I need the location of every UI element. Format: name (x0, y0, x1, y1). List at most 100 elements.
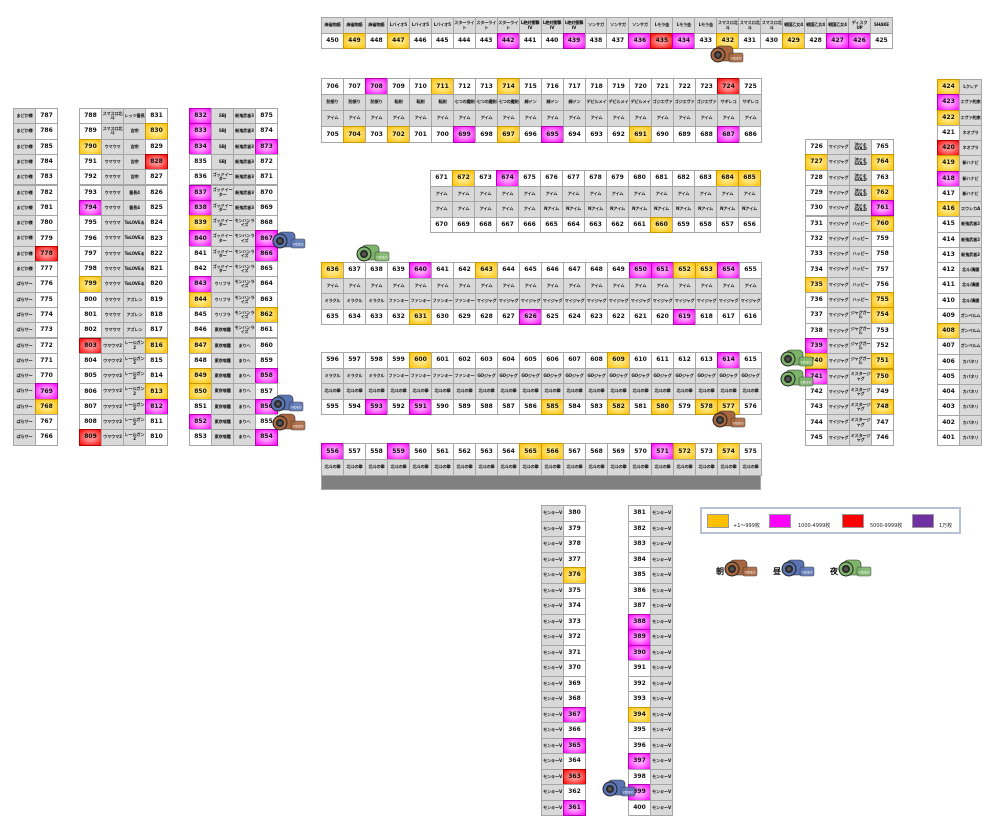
machine-number-cell[interactable]: 693 (585, 126, 608, 143)
machine-number-cell[interactable]: 784 (35, 153, 58, 171)
machine-number-cell[interactable]: 826 (145, 184, 168, 201)
machine-number-cell[interactable]: 697 (497, 126, 520, 143)
machine-number-cell[interactable]: 731 (805, 215, 828, 232)
machine-number-cell[interactable]: 765 (871, 139, 894, 156)
machine-number-cell[interactable]: 814 (145, 368, 168, 385)
machine-number-cell[interactable]: 611 (651, 352, 674, 369)
machine-number-cell[interactable]: 687 (717, 126, 740, 143)
machine-number-cell[interactable]: 616 (739, 308, 762, 325)
machine-number-cell[interactable]: 366 (563, 722, 586, 739)
machine-number-cell[interactable]: 729 (805, 184, 828, 202)
machine-number-cell[interactable]: 380 (563, 505, 586, 522)
machine-number-cell[interactable]: 572 (673, 443, 696, 460)
machine-number-cell[interactable]: 661 (628, 216, 651, 233)
machine-number-cell[interactable]: 373 (563, 613, 586, 630)
machine-number-cell[interactable]: 707 (343, 78, 366, 95)
machine-number-cell[interactable]: 758 (871, 246, 894, 263)
machine-number-cell[interactable]: 858 (255, 368, 278, 385)
machine-number-cell[interactable]: 778 (35, 245, 58, 262)
machine-number-cell[interactable]: 667 (496, 216, 519, 233)
machine-number-cell[interactable]: 800 (79, 291, 102, 308)
machine-number-cell[interactable]: 836 (189, 169, 212, 186)
machine-number-cell[interactable]: 842 (189, 261, 212, 278)
machine-number-cell[interactable]: 868 (255, 215, 278, 232)
machine-number-cell[interactable]: 605 (519, 352, 542, 369)
machine-number-cell[interactable]: 705 (321, 126, 344, 143)
machine-number-cell[interactable]: 788 (79, 108, 102, 125)
machine-number-cell[interactable]: 673 (474, 170, 497, 187)
machine-number-cell[interactable]: 409 (937, 307, 960, 324)
machine-number-cell[interactable]: 720 (629, 78, 652, 95)
machine-number-cell[interactable]: 730 (805, 200, 828, 217)
machine-number-cell[interactable]: 690 (651, 126, 674, 143)
machine-number-cell[interactable]: 386 (628, 582, 651, 599)
machine-number-cell[interactable]: 395 (628, 722, 651, 739)
machine-number-cell[interactable]: 376 (563, 567, 586, 584)
machine-number-cell[interactable]: 417 (937, 185, 960, 202)
machine-number-cell[interactable]: 743 (805, 399, 828, 416)
machine-number-cell[interactable]: 799 (79, 276, 102, 293)
machine-number-cell[interactable]: 599 (387, 352, 410, 369)
machine-number-cell[interactable]: 663 (584, 216, 607, 233)
machine-number-cell[interactable]: 444 (452, 33, 476, 49)
machine-number-cell[interactable]: 696 (519, 126, 542, 143)
machine-number-cell[interactable]: 716 (541, 78, 564, 95)
machine-number-cell[interactable]: 562 (453, 443, 476, 460)
machine-number-cell[interactable]: 419 (937, 155, 960, 172)
machine-number-cell[interactable]: 811 (145, 414, 168, 431)
machine-number-cell[interactable]: 632 (387, 308, 410, 325)
machine-number-cell[interactable]: 589 (453, 398, 476, 415)
machine-number-cell[interactable]: 775 (35, 291, 58, 308)
machine-number-cell[interactable]: 832 (189, 108, 212, 125)
machine-number-cell[interactable]: 634 (343, 308, 366, 325)
machine-number-cell[interactable]: 764 (871, 154, 894, 171)
machine-number-cell[interactable]: 565 (519, 443, 542, 460)
machine-number-cell[interactable]: 830 (145, 123, 168, 140)
machine-number-cell[interactable]: 827 (145, 169, 168, 186)
machine-number-cell[interactable]: 423 (937, 94, 960, 111)
machine-number-cell[interactable]: 591 (409, 398, 432, 415)
machine-number-cell[interactable]: 365 (563, 737, 586, 754)
machine-number-cell[interactable]: 873 (255, 138, 278, 155)
machine-number-cell[interactable]: 849 (189, 368, 212, 385)
machine-number-cell[interactable]: 654 (717, 262, 740, 279)
machine-number-cell[interactable]: 442 (496, 33, 520, 49)
machine-number-cell[interactable]: 872 (255, 153, 278, 171)
machine-number-cell[interactable]: 776 (35, 276, 58, 293)
machine-number-cell[interactable]: 774 (35, 306, 58, 324)
machine-number-cell[interactable]: 715 (519, 78, 542, 95)
machine-number-cell[interactable]: 635 (321, 308, 344, 325)
machine-number-cell[interactable]: 857 (255, 383, 278, 400)
machine-number-cell[interactable]: 361 (563, 799, 586, 816)
machine-number-cell[interactable]: 767 (35, 414, 58, 431)
machine-number-cell[interactable]: 686 (739, 126, 762, 143)
machine-number-cell[interactable]: 653 (695, 262, 718, 279)
machine-number-cell[interactable]: 375 (563, 582, 586, 599)
machine-number-cell[interactable]: 640 (409, 262, 432, 279)
machine-number-cell[interactable]: 406 (937, 353, 960, 370)
machine-number-cell[interactable]: 662 (606, 216, 629, 233)
machine-number-cell[interactable]: 372 (563, 629, 586, 646)
machine-number-cell[interactable]: 424 (937, 79, 960, 96)
machine-number-cell[interactable]: 639 (387, 262, 410, 279)
machine-number-cell[interactable]: 630 (431, 308, 454, 325)
machine-number-cell[interactable]: 843 (189, 276, 212, 293)
machine-number-cell[interactable]: 560 (409, 443, 432, 460)
machine-number-cell[interactable]: 692 (607, 126, 630, 143)
machine-number-cell[interactable]: 388 (628, 613, 651, 630)
machine-number-cell[interactable]: 620 (651, 308, 674, 325)
machine-number-cell[interactable]: 563 (475, 443, 498, 460)
machine-number-cell[interactable]: 615 (739, 352, 762, 369)
machine-number-cell[interactable]: 865 (255, 261, 278, 278)
machine-number-cell[interactable]: 618 (695, 308, 718, 325)
machine-number-cell[interactable]: 709 (387, 78, 410, 95)
machine-number-cell[interactable]: 688 (695, 126, 718, 143)
machine-number-cell[interactable]: 410 (937, 292, 960, 309)
machine-number-cell[interactable]: 683 (694, 170, 717, 187)
machine-number-cell[interactable]: 829 (145, 138, 168, 155)
machine-number-cell[interactable]: 586 (519, 398, 542, 415)
machine-number-cell[interactable]: 724 (717, 78, 740, 95)
machine-number-cell[interactable]: 748 (871, 399, 894, 416)
machine-number-cell[interactable]: 828 (145, 153, 168, 171)
machine-number-cell[interactable]: 430 (760, 33, 784, 49)
